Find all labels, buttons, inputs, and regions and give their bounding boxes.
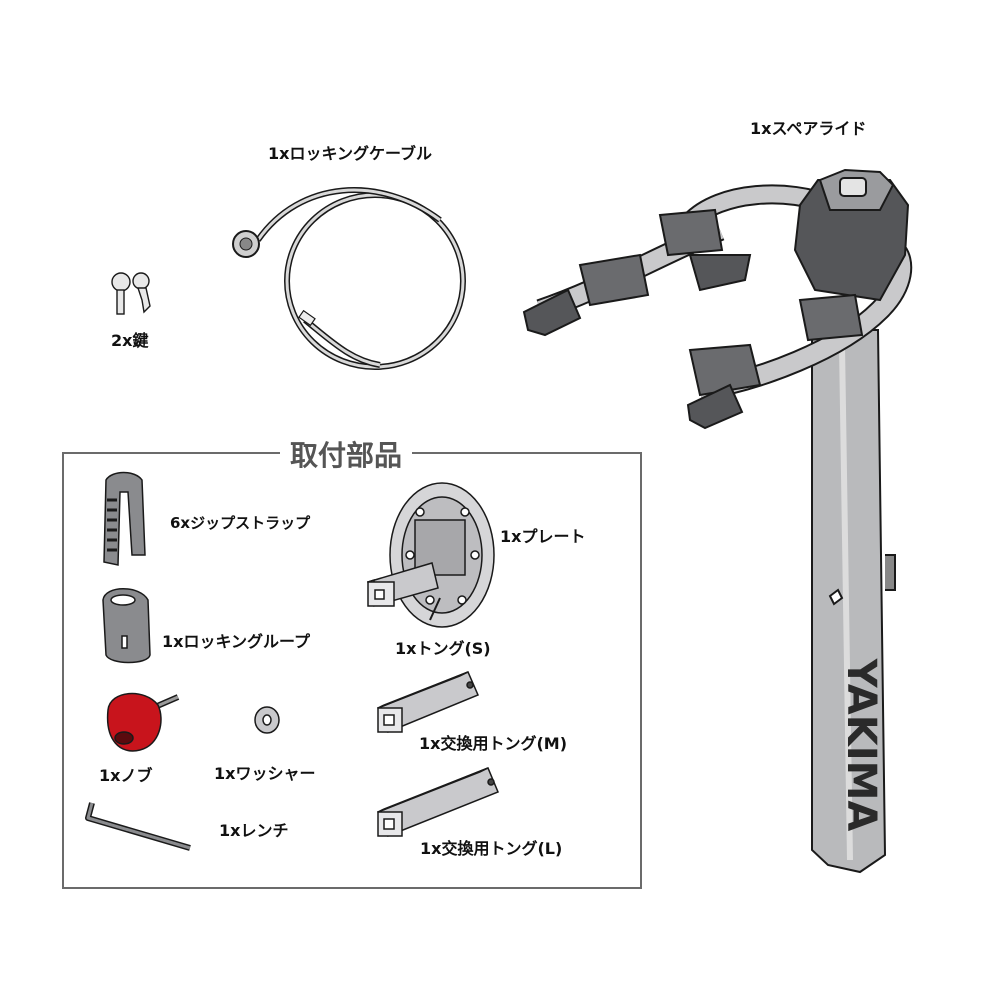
tongue-s-label: 1xトング(S) — [395, 639, 491, 658]
spare-ride-label: 1xスペアライド — [750, 119, 867, 138]
cable-label: 1xロッキングケーブル — [268, 144, 433, 163]
keys-icon — [111, 272, 151, 315]
washer-icon — [254, 706, 280, 734]
tongue-l-icon — [377, 767, 499, 837]
brand-logo: YAKIMA — [838, 658, 884, 832]
knob-label: 1xノブ — [99, 766, 153, 785]
mounting-parts-title: 取付部品 — [280, 434, 413, 474]
spare-ride-icon — [522, 168, 913, 874]
wrench-label: 1xレンチ — [219, 821, 289, 840]
locking-cable-icon — [232, 187, 466, 370]
plate-label: 1xプレート — [500, 527, 586, 546]
zip-strap-icon — [103, 471, 146, 566]
tongue-l-label: 1x交換用トング(L) — [420, 839, 563, 858]
tongue-m-label: 1x交換用トング(M) — [419, 734, 568, 753]
plate-icon — [389, 482, 495, 628]
tongue-m-icon — [377, 671, 479, 733]
locking-loop-icon — [102, 588, 151, 664]
tongue-s-icon — [367, 562, 441, 621]
washer-label: 1xワッシャー — [214, 764, 316, 783]
knob-icon — [106, 692, 180, 752]
keys-label: 2x鍵 — [111, 331, 149, 350]
locking-loop-label: 1xロッキングループ — [162, 632, 311, 651]
zip-strap-label: 6xジップストラップ — [170, 514, 311, 532]
wrench-icon — [85, 802, 191, 851]
